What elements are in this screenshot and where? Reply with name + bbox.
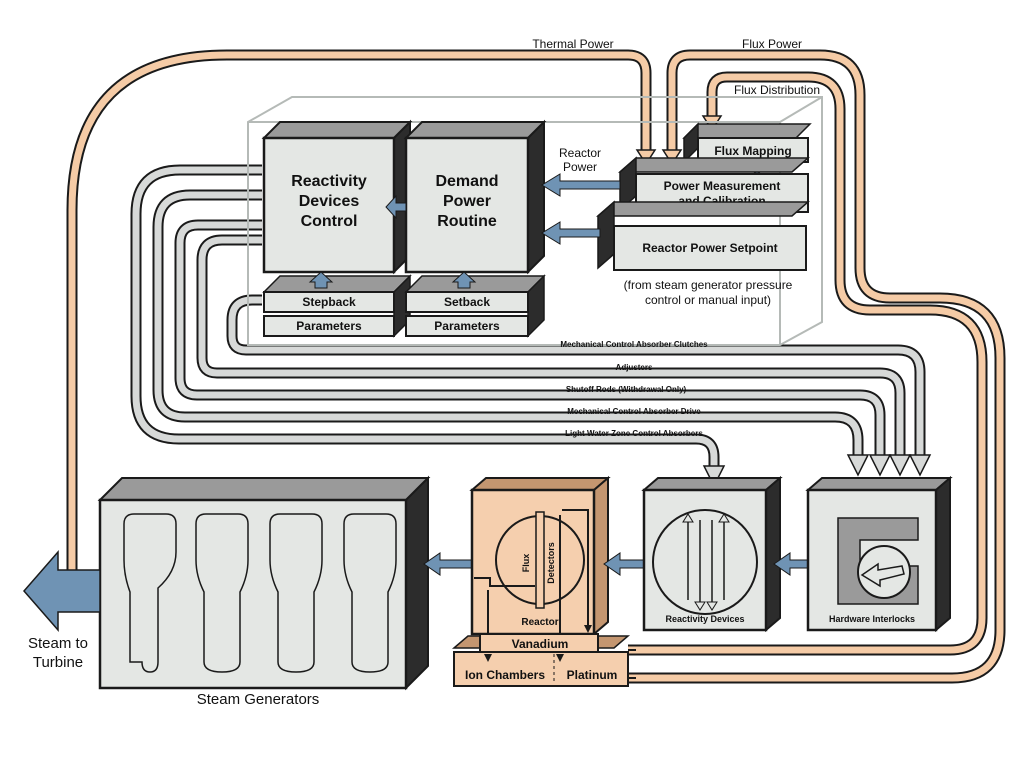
- dpr-to-rdc-arrow: [385, 194, 407, 220]
- reactivity-devices-label: Reactivity Devices: [665, 614, 744, 624]
- shutoff-rods-label: Shutoff Rods (Withdrawal Only): [566, 385, 687, 394]
- setback-label: Setback: [444, 295, 490, 309]
- reactor-power-line1: Reactor: [559, 146, 601, 160]
- flux-detectors-line1: Flux: [521, 554, 531, 573]
- setpoint-label: Reactor Power Setpoint: [642, 241, 777, 255]
- vessel-icon: [195, 513, 249, 673]
- thermal-power-pipe: [66, 49, 657, 575]
- rdc-line3: Control: [301, 213, 358, 230]
- vessel-icon: [343, 513, 397, 673]
- interlocks-to-devices-arrow: [773, 552, 809, 576]
- steam-to-turbine-arrow: [23, 549, 101, 633]
- reactor-power-arrow: [541, 173, 621, 197]
- detector-signal-stubs: [628, 649, 636, 679]
- thermal-power-label: Thermal Power: [532, 37, 613, 51]
- arrow-down-icon: [868, 454, 892, 477]
- setpoint-arrow: [541, 221, 601, 245]
- arrow-down-icon: [846, 454, 870, 477]
- flux-power-pipe: [628, 49, 1006, 684]
- power-meas-line1: Power Measurement: [664, 179, 781, 193]
- devices-to-reactor-arrow: [603, 552, 645, 576]
- gray-control-pipes: [130, 164, 932, 488]
- lw-zone-label: Light Water Zone Control Absorbers: [565, 429, 703, 438]
- reactor-to-sg-arrow: [423, 552, 473, 576]
- vessel-icon: [123, 513, 177, 673]
- vanadium-label: Vanadium: [512, 637, 569, 651]
- arrow-down-icon: [908, 454, 932, 477]
- arrow-up-icon: [451, 271, 477, 289]
- flux-distribution-label: Flux Distribution: [734, 83, 820, 97]
- arrow-down-icon: [584, 625, 592, 633]
- reactor-power-line2: Power: [563, 160, 597, 174]
- rdc-stepback-params: Stepback Parameters: [262, 271, 412, 338]
- dpr-line1: Demand: [435, 173, 498, 190]
- dpr-line3: Routine: [437, 213, 497, 230]
- flux-power-label: Flux Power: [742, 37, 802, 51]
- arrow-up-icon: [308, 271, 334, 289]
- flux-mapping-block: Flux Mapping: [682, 122, 812, 164]
- hardware-interlocks-label: Hardware Interlocks: [829, 614, 915, 624]
- rdc-line2: Devices: [299, 193, 360, 210]
- reactivity-devices-block: Reactivity Devices: [641, 475, 783, 633]
- detector-base: Vanadium Ion Chambers Platinum: [451, 625, 631, 687]
- vessel-icon: [269, 513, 323, 673]
- reactor-label: Reactor: [521, 617, 558, 628]
- mech-drive-label: Mechanical Control Absorber Drive: [567, 407, 701, 416]
- flux-detectors-line2: Detectors: [546, 542, 556, 584]
- setpoint-note-line1: (from steam generator pressure: [624, 278, 793, 292]
- reactor-block: Flux Detectors Reactor: [469, 475, 611, 655]
- setpoint-note-line2: control or manual input): [645, 293, 771, 307]
- hardware-interlocks-block: Hardware Interlocks: [805, 475, 953, 633]
- steam-to-turbine-line2: Turbine: [33, 654, 83, 671]
- core-section-icon: [652, 509, 758, 615]
- arrow-down-icon: [888, 454, 912, 477]
- demand-power-routine-block: Demand Power Routine: [403, 119, 547, 275]
- dpr-parameters-label: Parameters: [434, 319, 500, 333]
- rdc-parameters-label: Parameters: [296, 319, 362, 333]
- dpr-setback-params: Setback Parameters: [404, 271, 546, 338]
- ion-chambers-label: Ion Chambers: [465, 668, 545, 682]
- stepback-label: Stepback: [302, 295, 356, 309]
- steam-generator-vessels: [123, 513, 397, 673]
- steam-generators-label: Steam Generators: [197, 691, 320, 708]
- adjusters-label: Adjusters: [616, 363, 653, 372]
- steam-generators-block: [97, 475, 431, 691]
- arrow-down-icon: [484, 654, 492, 662]
- flux-mapping-label: Flux Mapping: [714, 144, 791, 158]
- arrow-down-icon: [556, 654, 564, 662]
- reactivity-devices-control-block: Reactivity Devices Control: [261, 119, 413, 275]
- arrow-down-icon: [702, 465, 726, 488]
- mech-clutches-label: Mechanical Control Absorber Clutches: [560, 340, 708, 349]
- reactor-power-setpoint-block: Reactor Power Setpoint: [596, 200, 810, 271]
- steam-to-turbine-line1: Steam to: [28, 635, 88, 652]
- platinum-label: Platinum: [567, 668, 618, 682]
- rdc-line1: Reactivity: [291, 173, 367, 190]
- dpr-line2: Power: [443, 193, 491, 210]
